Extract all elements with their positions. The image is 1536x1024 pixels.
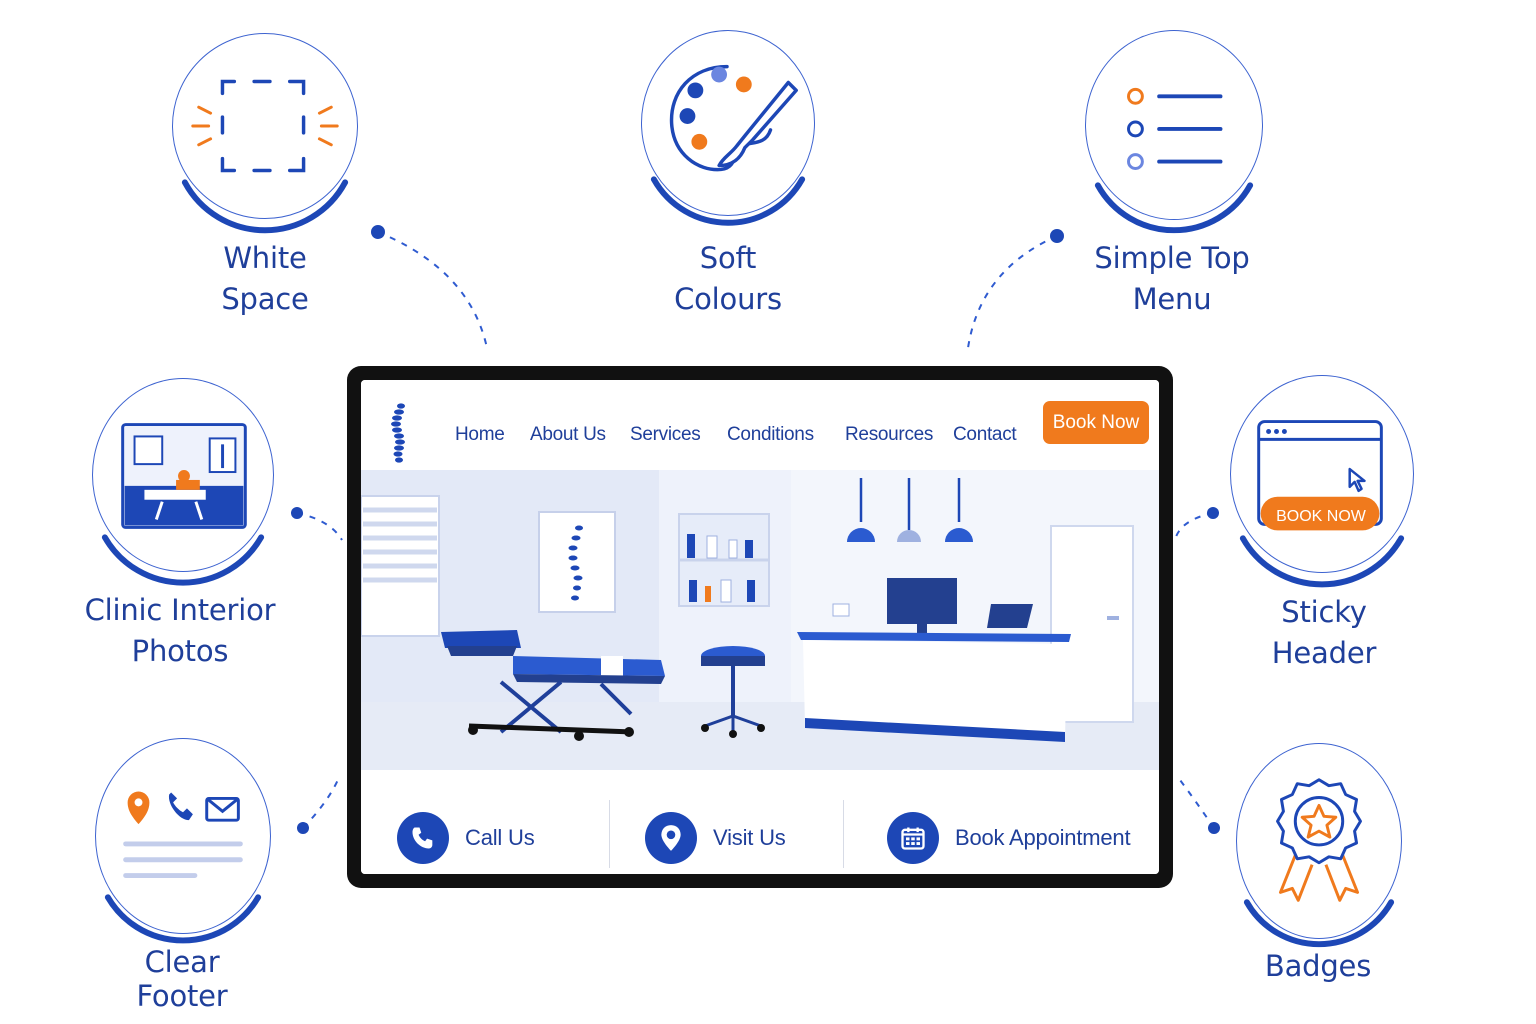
spine-logo-icon[interactable] — [387, 402, 411, 464]
connector-dot — [371, 225, 385, 239]
website-mockup: Home About Us Services Conditions Resour… — [347, 366, 1173, 888]
book-now-button[interactable]: Book Now — [1043, 401, 1149, 444]
simple-top-menu-circle — [1085, 30, 1263, 234]
book-appointment-item[interactable]: Book Appointment — [887, 810, 1131, 866]
connector-badges — [1179, 779, 1215, 829]
contact-bar: Call Us Visit Us Book Appointment — [361, 770, 1159, 874]
site-header: Home About Us Services Conditions Resour… — [361, 380, 1159, 484]
clinic-photo-icon — [101, 423, 265, 586]
clinic-photos-circle — [92, 378, 274, 586]
white-space-icon — [181, 79, 349, 234]
badges-circle — [1236, 743, 1402, 948]
connector-dot — [1207, 507, 1219, 519]
soft-colours-label: Soft Colours — [674, 241, 782, 316]
connector-dot — [297, 822, 309, 834]
contact-divider — [843, 800, 844, 868]
browser-window-icon — [1239, 420, 1405, 588]
connector-white-space — [377, 231, 488, 349]
connector-clear-footer — [302, 774, 341, 829]
footer-contact-icon — [104, 791, 262, 944]
sticky-header-circle: BOOK NOW — [1230, 375, 1414, 588]
connector-dot — [1050, 229, 1064, 243]
badge-ribbon-icon — [1243, 778, 1395, 948]
badges-label: Badges — [1264, 949, 1372, 983]
visit-us-item[interactable]: Visit Us — [645, 810, 786, 866]
visit-us-label: Visit Us — [713, 825, 786, 850]
clinic-interior-illustration — [361, 470, 1159, 770]
contact-divider — [609, 800, 610, 868]
connector-dot — [291, 507, 303, 519]
soft-colours-circle — [641, 30, 815, 226]
nav-about-us[interactable]: About Us — [530, 424, 606, 445]
clear-footer-label: Clear Footer — [136, 945, 228, 1013]
nav-contact[interactable]: Contact — [953, 424, 1017, 445]
sticky-header-book-now-badge: BOOK NOW — [1276, 508, 1366, 525]
connector-dot — [1208, 822, 1220, 834]
sticky-header-label: Sticky Header — [1271, 595, 1377, 670]
nav-services[interactable]: Services — [630, 424, 701, 445]
nav-home[interactable]: Home — [455, 424, 505, 445]
white-space-circle — [172, 33, 358, 234]
nav-conditions[interactable]: Conditions — [727, 424, 814, 445]
connector-clinic-photos — [296, 512, 343, 541]
book-appointment-label: Book Appointment — [955, 825, 1131, 850]
clinic-photos-label: Clinic Interior Photos — [84, 593, 276, 668]
nav-resources[interactable]: Resources — [845, 424, 934, 445]
call-us-item[interactable]: Call Us — [397, 810, 535, 866]
white-space-label: White Space — [221, 241, 309, 316]
call-us-label: Call Us — [465, 825, 535, 850]
phone-icon — [397, 812, 449, 864]
palette-icon — [650, 64, 806, 226]
connector-sticky-header — [1174, 512, 1214, 541]
calendar-icon — [887, 812, 939, 864]
connector-simple-top-menu — [967, 235, 1058, 349]
location-pin-icon — [645, 812, 697, 864]
simple-top-menu-label: Simple Top Menu — [1094, 241, 1250, 316]
website-screen: Home About Us Services Conditions Resour… — [361, 380, 1159, 874]
clear-footer-circle — [95, 738, 271, 944]
menu-list-icon — [1094, 87, 1254, 234]
